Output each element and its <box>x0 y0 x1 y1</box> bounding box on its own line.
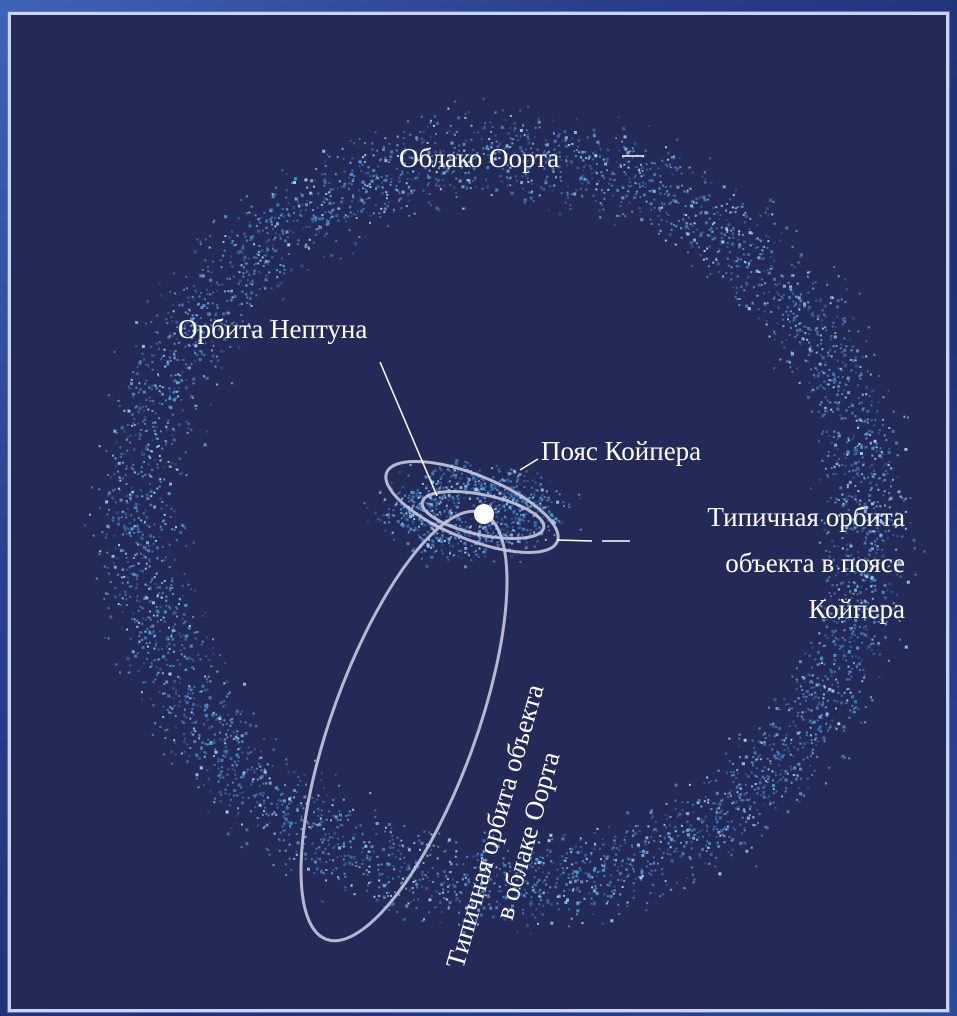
neptune-orbit <box>420 490 546 540</box>
neptune-orbit-pointer <box>379 361 438 497</box>
oort-orbit-label: Типичная орбита объекта в облаке Оорта <box>440 681 566 972</box>
kuiper-orbit-pointer-1 <box>556 539 593 542</box>
oort-cloud-particles <box>84 97 926 935</box>
kuiper-belt-particles <box>363 459 582 569</box>
kuiper-belt-label: Пояс Койпера <box>541 436 701 466</box>
kuiper-belt-pointer <box>519 458 539 471</box>
kuiper-orbit-label-line3: Койпера <box>808 594 905 624</box>
kuiper-orbit-label-line2: объекта в поясе <box>725 548 905 578</box>
kuiper-belt-object-orbit <box>384 460 560 554</box>
neptune-orbit-label: Орбита Нептуна <box>178 314 367 344</box>
oort-cloud-label: Облако Оорта <box>399 143 559 173</box>
sun <box>474 504 494 524</box>
kuiper-orbit-label-line1: Типичная орбита <box>707 502 905 532</box>
